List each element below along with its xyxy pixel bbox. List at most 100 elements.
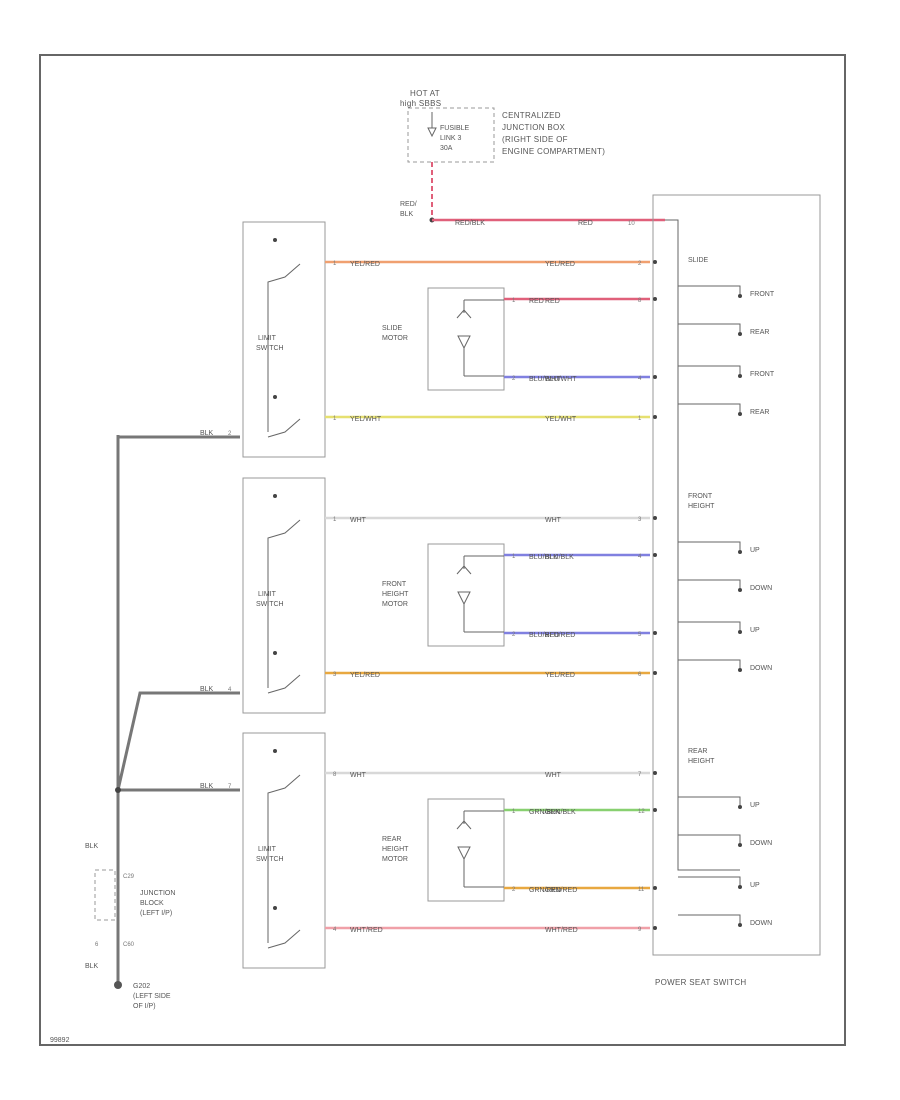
connector-pin xyxy=(653,886,657,890)
wire-label-left: RED xyxy=(529,298,544,305)
switch-contact xyxy=(273,395,277,399)
wire-label-left: YEL/RED xyxy=(350,672,380,679)
motor-box xyxy=(427,543,505,647)
ground-wire-bot-label: BLK xyxy=(85,963,99,970)
limit-switch-blade-lower xyxy=(267,418,301,438)
pswitch-contact xyxy=(678,796,741,805)
ground-branch xyxy=(116,691,240,791)
pswitch-contact-dot xyxy=(738,412,742,416)
footer-id: 99892 xyxy=(50,1037,70,1044)
hot-at-label: HOT AT xyxy=(410,89,440,98)
power-source: HOT AT high SBBS FUSIBLE LINK 3 30A CENT… xyxy=(400,89,605,223)
pswitch-label: UP xyxy=(750,802,760,809)
pswitch-label: REAR xyxy=(750,329,769,336)
ground-wire-top-label: BLK xyxy=(85,843,99,850)
jb-label-1: BLOCK xyxy=(140,900,164,907)
fusible-link-label-3: 30A xyxy=(440,145,453,152)
limit-switch-label: LIMIT xyxy=(258,591,277,598)
wire-pin-left: 2 xyxy=(512,632,516,638)
wire-label-left: YEL/WHT xyxy=(350,416,382,423)
pswitch-label: DOWN xyxy=(750,585,772,592)
limit-switch-box xyxy=(242,221,326,458)
switch-contact xyxy=(273,906,277,910)
wire-pin-right: 3 xyxy=(638,517,642,523)
ground-branch-label: BLK xyxy=(200,430,214,437)
wire-label-right: BLU/RED xyxy=(545,632,575,639)
limit-switch-label: LIMIT xyxy=(258,335,277,342)
connector-pin xyxy=(653,926,657,930)
wire-pin-right: 8 xyxy=(638,298,642,304)
pswitch-contact xyxy=(678,365,741,374)
wire-pin-left: 1 xyxy=(333,416,337,422)
ground-point xyxy=(114,981,122,989)
switch-contact xyxy=(273,651,277,655)
jb-label-0: JUNCTION xyxy=(140,890,175,897)
wire-pin-right: 4 xyxy=(638,554,642,560)
motor-label: HEIGHT xyxy=(382,591,409,598)
power-seat-switch-label: POWER SEAT SWITCH xyxy=(655,978,746,987)
ground-loc-0: (LEFT SIDE xyxy=(133,993,171,1000)
wire-label-right: BLU/BLK xyxy=(545,554,574,561)
pswitch-contact xyxy=(678,621,741,630)
wire-label-left: BLU/BLK xyxy=(529,554,558,561)
motor-label: MOTOR xyxy=(382,856,408,863)
ground-loc-1: OF I/P) xyxy=(133,1003,156,1010)
jb-pin-num: 6 xyxy=(95,942,99,948)
wire-pin-left: 2 xyxy=(512,887,516,893)
wire-pin-right: 4 xyxy=(638,376,642,382)
pswitch-contact-dot xyxy=(738,550,742,554)
limit-switch-blade-upper xyxy=(267,263,301,432)
wire-label-left: YEL/RED xyxy=(350,261,380,268)
jb-pin-bot: C60 xyxy=(123,942,135,948)
wire-label-right: YEL/RED xyxy=(545,672,575,679)
hot-at-sub-label: high SBBS xyxy=(400,99,441,108)
wire-pin-right: 7 xyxy=(638,772,642,778)
wire-pin-left: 1 xyxy=(512,809,516,815)
wire-label-right: YEL/RED xyxy=(545,261,575,268)
wire-label-left: GRN/RED xyxy=(529,887,561,894)
wire-pin-left: 1 xyxy=(333,261,337,267)
pswitch-contact-dot xyxy=(738,588,742,592)
limit-switch-label: LIMIT xyxy=(258,846,277,853)
pswitch-label: DOWN xyxy=(750,665,772,672)
junction-box-label-0: CENTRALIZED xyxy=(502,111,561,120)
power-seat-switch-box xyxy=(652,194,821,956)
motor-label: SLIDE xyxy=(382,325,403,332)
wire-pin-left: 1 xyxy=(333,517,337,523)
wire-label-right: GRN/BLK xyxy=(545,809,576,816)
motor-symbol xyxy=(456,811,472,887)
junction-box-label-2: (RIGHT SIDE OF xyxy=(502,135,568,144)
motor-symbol xyxy=(456,556,472,632)
wire-label-right: GRN/RED xyxy=(545,887,577,894)
connector-pin xyxy=(653,631,657,635)
ground-branch-pin: 2 xyxy=(228,431,232,437)
connector-pin xyxy=(653,375,657,379)
ground-branch-pin: 4 xyxy=(228,687,232,693)
motor-label: FRONT xyxy=(382,581,407,588)
pswitch-contact xyxy=(678,579,741,588)
pswitch-contact xyxy=(678,541,741,550)
pswitch-title-2: HEIGHT xyxy=(688,758,715,765)
wire-pin-right: 1 xyxy=(638,416,642,422)
pswitch-label: FRONT xyxy=(750,291,775,298)
connector-pin xyxy=(653,553,657,557)
jb-pin-top: C29 xyxy=(123,874,135,880)
top-wire-pin: 10 xyxy=(628,221,635,227)
junction-box-label-3: ENGINE COMPARTMENT) xyxy=(502,147,605,156)
pswitch-contact xyxy=(678,403,741,412)
centralized-junction-box-outline xyxy=(407,107,495,163)
pswitch-contact-dot xyxy=(738,668,742,672)
pswitch-title: SLIDE xyxy=(688,257,709,264)
motor-leads xyxy=(464,810,504,888)
fusible-link-symbol xyxy=(427,112,437,138)
pswitch-contact-dot xyxy=(738,843,742,847)
wire-label-left: WHT/RED xyxy=(350,927,383,934)
connector-pin xyxy=(653,516,657,520)
motor-label: MOTOR xyxy=(382,601,408,608)
jb-label-2: (LEFT I/P) xyxy=(140,910,172,917)
wire-pin-right: 12 xyxy=(638,809,645,815)
pswitch-label: REAR xyxy=(750,409,769,416)
